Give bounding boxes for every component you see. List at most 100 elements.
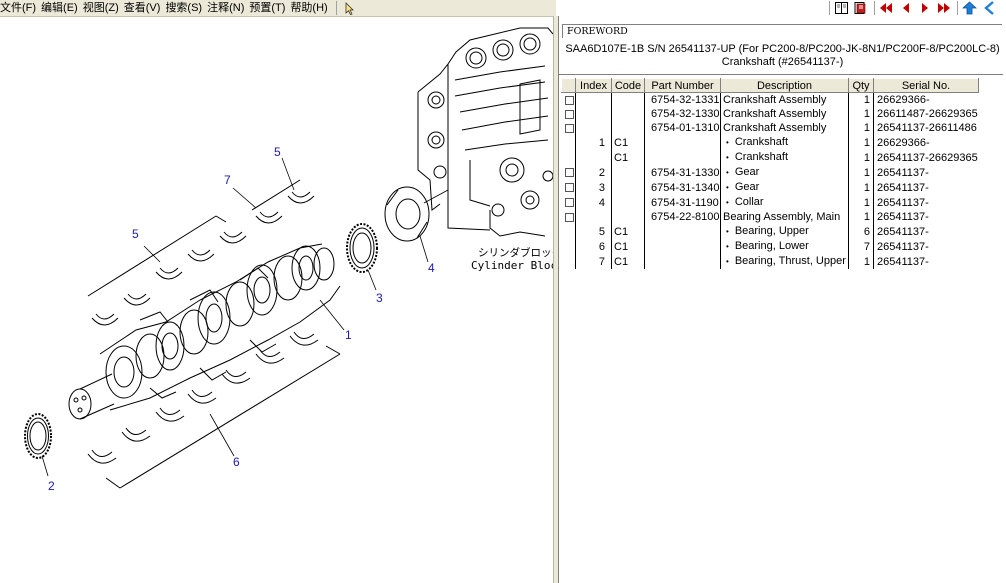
- menu-help[interactable]: 帮助(H): [290, 2, 328, 14]
- callout-7[interactable]: 7: [224, 173, 231, 187]
- qty-text: 1: [863, 122, 870, 134]
- row-select-cell: [561, 254, 576, 269]
- cell-serial: 26629366-: [874, 93, 979, 108]
- row-checkbox[interactable]: [564, 95, 574, 105]
- first-page-button[interactable]: [878, 1, 895, 16]
- part-text: 6754-31-1340: [651, 181, 720, 194]
- row-checkbox[interactable]: [564, 168, 574, 178]
- cell-code: [611, 195, 645, 210]
- contents-button[interactable]: [833, 1, 850, 16]
- menu-edit[interactable]: 编辑(E): [41, 2, 78, 14]
- row-select-cell: [561, 180, 576, 195]
- pointer-tool-button[interactable]: [342, 1, 360, 16]
- prev-page-button[interactable]: [897, 1, 914, 16]
- callout-3[interactable]: 3: [376, 291, 383, 305]
- index-text: 2: [598, 166, 605, 179]
- cell-desc: Crankshaft Assembly: [720, 121, 849, 135]
- upper-bearings-drawing: [87, 179, 315, 326]
- callout-4[interactable]: 4: [428, 261, 435, 275]
- cell-code: [611, 165, 645, 180]
- table-row[interactable]: C1Crankshaft126541137-26629365: [561, 150, 979, 165]
- col-header-serial[interactable]: Serial No.: [873, 78, 979, 93]
- desc-text: Bearing, Thrust, Upper: [723, 255, 846, 267]
- code-text: C1: [614, 136, 629, 149]
- foreword-link[interactable]: FOREWORD: [562, 24, 1002, 38]
- callout-2[interactable]: 2: [48, 479, 55, 493]
- serial-text: 26541137-26629365: [877, 151, 978, 164]
- desc-text: Crankshaft: [723, 136, 788, 148]
- last-page-button[interactable]: [935, 1, 952, 16]
- callout-5-upper[interactable]: 5: [274, 145, 281, 159]
- row-checkbox[interactable]: [564, 123, 574, 133]
- up-level-button[interactable]: [961, 1, 978, 16]
- first-page-icon: [880, 3, 892, 13]
- back-button[interactable]: [980, 1, 997, 16]
- col-header-code[interactable]: Code: [611, 78, 645, 93]
- row-checkbox[interactable]: [564, 198, 574, 208]
- menu-view[interactable]: 视图(Z): [82, 2, 119, 14]
- cell-qty: 1: [848, 210, 874, 224]
- row-checkbox[interactable]: [564, 183, 574, 193]
- row-checkbox[interactable]: [564, 109, 574, 119]
- desc-text: Bearing Assembly, Main: [723, 211, 841, 223]
- row-select-cell: [561, 92, 576, 107]
- parts-drawing[interactable]: シリンダブロック Cylinder Bloc 1 2 3 4 5 5 6 7: [0, 17, 553, 583]
- cell-desc: Crankshaft: [720, 135, 849, 150]
- cell-desc: Gear: [720, 165, 849, 180]
- desc-text: Gear: [723, 181, 759, 193]
- pane-splitter[interactable]: [553, 16, 559, 583]
- desc-text: Bearing, Lower: [723, 240, 809, 252]
- row-checkbox[interactable]: [564, 212, 574, 222]
- menu-annotate[interactable]: 注释(N): [207, 2, 245, 14]
- cell-code: C1: [611, 224, 645, 239]
- col-header-qty[interactable]: Qty: [848, 78, 874, 93]
- cell-qty: 1: [848, 195, 874, 210]
- callout-1[interactable]: 1: [345, 328, 352, 342]
- cell-qty: 1: [848, 150, 874, 165]
- gear-2-drawing: [24, 413, 52, 459]
- row-select-cell: [561, 150, 576, 165]
- callout-6[interactable]: 6: [233, 455, 240, 469]
- menu-search[interactable]: 搜索(S): [165, 2, 203, 14]
- cell-index: [575, 107, 612, 121]
- cell-part: [644, 150, 721, 165]
- col-header-check[interactable]: [561, 78, 576, 93]
- cell-desc: Bearing Assembly, Main: [720, 210, 849, 224]
- exit-book-button[interactable]: [852, 1, 869, 16]
- menu-separator: [335, 1, 337, 15]
- cell-qty: 1: [848, 107, 874, 121]
- part-text: 6754-32-1331: [651, 94, 720, 106]
- menu-preferences[interactable]: 预置(T): [249, 2, 286, 14]
- desc-text: Crankshaft Assembly: [723, 122, 827, 134]
- row-select-cell: [561, 107, 576, 121]
- row-select-cell: [561, 210, 576, 224]
- code-text: C1: [614, 255, 629, 268]
- col-header-index[interactable]: Index: [575, 78, 612, 93]
- menu-browse[interactable]: 查看(V): [123, 2, 161, 14]
- desc-text: Crankshaft: [723, 151, 788, 163]
- table-row[interactable]: 1C1Crankshaft126629366-: [561, 135, 979, 150]
- row-select-cell: [561, 224, 576, 239]
- row-select-cell: [561, 135, 576, 150]
- cell-code: [611, 210, 645, 224]
- code-text: C1: [614, 225, 629, 238]
- row-select-cell: [561, 165, 576, 180]
- menu-file[interactable]: 文件(F): [0, 2, 37, 14]
- collar-drawing: [384, 186, 430, 242]
- callout-5-lower[interactable]: 5: [132, 227, 139, 241]
- col-header-description[interactable]: Description: [720, 78, 849, 93]
- qty-text: 1: [863, 181, 870, 194]
- col-header-part-number[interactable]: Part Number: [644, 78, 721, 93]
- next-page-button[interactable]: [916, 1, 933, 16]
- cell-serial: 26541137-: [874, 165, 979, 180]
